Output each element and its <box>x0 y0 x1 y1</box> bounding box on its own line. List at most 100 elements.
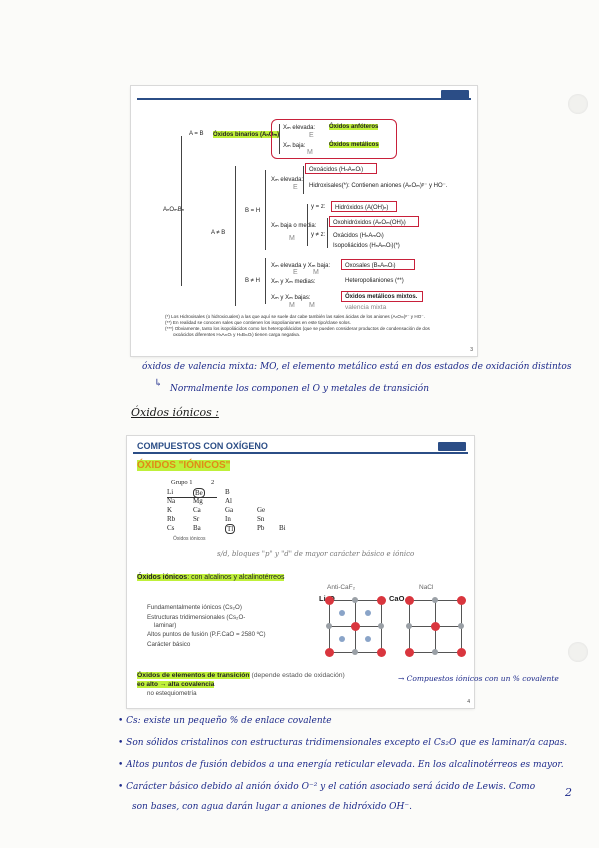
oxygen-atom <box>350 621 360 631</box>
oxygen-atom <box>324 647 334 657</box>
mark-m3: M <box>313 269 319 276</box>
university-logo-2 <box>438 442 466 451</box>
label-a-eq-b: A = B <box>189 131 204 137</box>
brace-main <box>181 136 182 286</box>
element-symbol: Rb <box>167 515 176 523</box>
element-symbol: Li <box>167 488 174 496</box>
note-valencia-mixta: óxidos de valencia mixta: MO, el element… <box>142 362 572 372</box>
element-symbol: K <box>167 506 173 514</box>
brace-b-eq-h <box>265 170 266 250</box>
brace-xm-elevada <box>303 166 304 194</box>
metal-atom <box>352 649 358 655</box>
slide-oxocompuestos: A = B Óxidos binarios (AₙOₘ) Xₘ elevada:… <box>131 86 477 356</box>
label-oxidos-anfoteros: Óxidos anfóteros <box>329 124 379 130</box>
lithium-atom <box>339 610 346 617</box>
oxygen-atom <box>404 595 414 605</box>
mark-m2: M <box>289 235 295 242</box>
oxidos-ionicos-label: Óxidos iónicos: con alcalinos y alcalino… <box>137 574 285 581</box>
red-rect-oxoacidos <box>305 163 377 174</box>
element-symbol: Ca <box>193 506 201 514</box>
oxygen-atom <box>456 647 466 657</box>
label-oxacidos: Oxácidos (HₙAₘOₗ) <box>333 233 384 239</box>
label-oxosales: Oxosales (BₙAₘOₗ) <box>345 263 396 269</box>
oxygen-atom <box>376 595 386 605</box>
page-number: 2 <box>565 786 572 799</box>
label-y-neq-z: y ≠ z: <box>311 232 326 238</box>
label-oxidos-ionicos-table: Óxidos iónicos <box>173 536 206 542</box>
metal-atom <box>432 649 438 655</box>
metal-atom <box>378 623 384 629</box>
hand-note-bloques: s/d, bloques "p" y "d" de mayor carácter… <box>217 550 415 558</box>
oxygen-atom <box>376 647 386 657</box>
metal-atom <box>406 623 412 629</box>
label-heteropolianiones: Heteropolianiones (**) <box>345 278 404 284</box>
note-arrow: ↳ <box>154 378 163 389</box>
element-symbol: B <box>225 488 230 496</box>
bullet-no-esteq: no estequiometría <box>147 690 197 697</box>
label-xm-y-xm-bajas: Xₘ y Xₘ bajas: <box>271 295 311 301</box>
footnote-2: (**) En realidad se conocen sales que co… <box>165 320 351 325</box>
element-symbol: Bi <box>279 524 286 532</box>
oxygen-atom <box>404 647 414 657</box>
slide-compuestos-oxigeno: COMPUESTOS CON OXÍGENO ÓXIDOS "IÓNICOS" … <box>127 436 474 708</box>
bullet-2: Estructuras tridimensionales (Cs₂O- <box>147 614 246 621</box>
element-symbol: Ba <box>193 524 201 532</box>
red-rect-hidroxidos <box>331 201 397 212</box>
mark-e2: E <box>293 184 298 191</box>
label-xm-baja-media: Xₘ baja o media: <box>271 223 317 229</box>
label-hidroxidos: Hidróxidos (A(OH)ₙ) <box>335 205 389 211</box>
label-anti-caf2: Anti-CaF₂ <box>327 584 356 591</box>
punch-hole-top <box>568 94 588 114</box>
element-symbol: Cs <box>167 524 175 532</box>
label-b-neq-h: B ≠ H <box>245 278 260 284</box>
trans-strong: Óxidos de elementos de transición <box>137 672 250 679</box>
crystal-nacl <box>403 594 467 658</box>
note-normalmente: Normalmente los componen el O y metales … <box>170 384 430 394</box>
slide2-title: COMPUESTOS CON OXÍGENO <box>137 441 268 451</box>
red-rect-oxohidroxidos <box>329 216 419 227</box>
bottom-note-3: • Altos puntos de fusión debidos a una e… <box>118 760 564 770</box>
slide2-subtitle: ÓXIDOS "IÓNICOS" <box>137 460 231 471</box>
oxygen-atom <box>430 621 440 631</box>
crystal-anti-caf2 <box>323 594 387 658</box>
element-symbol: Sr <box>193 515 200 523</box>
mark-m5: M <box>309 302 315 309</box>
bullet-5: Carácter básico <box>147 641 191 648</box>
label-oxidos-binarios: Óxidos binarios (AₙOₘ) <box>213 131 280 138</box>
label-oxohidroxidos: Oxohidróxidos (AₙOₘ(OH)ₗ) <box>333 220 406 226</box>
mark-m4: M <box>289 302 295 309</box>
element-symbol: Ge <box>257 506 266 514</box>
footnote-1: (*) Los Hidroxisales (o hidroxicuales) a… <box>165 314 425 319</box>
element-symbol: In <box>225 515 231 523</box>
oxidos-ionicos-strong: Óxidos iónicos <box>137 574 188 581</box>
element-symbol: Tl <box>225 524 236 534</box>
label-xm-elevada-2: Xₘ elevada: <box>271 177 304 183</box>
element-symbol: Ga <box>225 506 234 514</box>
brace-xm-baja <box>307 204 308 246</box>
label-xm-elevada-y: Xₘ elevada y Xₘ baja: <box>271 263 331 269</box>
brace-a-neq-b <box>235 166 236 306</box>
label-nacl: NaCl <box>419 584 434 591</box>
element-symbol: Mg <box>193 497 203 505</box>
slide-top-bar <box>137 98 471 100</box>
label-alto-alta: eo alto → alta covalencia <box>137 681 215 688</box>
heading-oxidos-ionicos: Óxidos iónicos : <box>131 406 219 419</box>
brace-binarios <box>279 124 280 154</box>
label-b-eq-h: B = H <box>245 208 261 214</box>
label-oxidos-mixtos: Óxidos metálicos mixtos. <box>345 294 418 300</box>
label-cao: CaO <box>389 594 405 603</box>
slide1-page-number: 3 <box>470 347 473 353</box>
label-oxidos-metalicos: Óxidos metálicos <box>329 142 379 148</box>
brace-y-neq-z <box>327 218 328 248</box>
label-xm-baja-1: Xₘ baja: <box>283 143 306 149</box>
mark-m: M <box>307 149 313 156</box>
label-aobc: AₙOₘBₙ <box>163 207 185 213</box>
metal-atom <box>352 597 358 603</box>
bottom-note-2: • Son sólidos cristalinos con estructura… <box>118 738 568 748</box>
transition-label: Óxidos de elementos de transición (depen… <box>137 672 345 679</box>
brace-b-neq-h <box>265 258 266 304</box>
label-a-neq-b: A ≠ B <box>211 230 226 236</box>
con-alcalinos: : con alcalinos y alcalinotérreos <box>187 574 285 581</box>
university-logo <box>441 90 469 99</box>
label-xm-y-xm-medias: Xₘ y Xₘ medias: <box>271 279 316 285</box>
